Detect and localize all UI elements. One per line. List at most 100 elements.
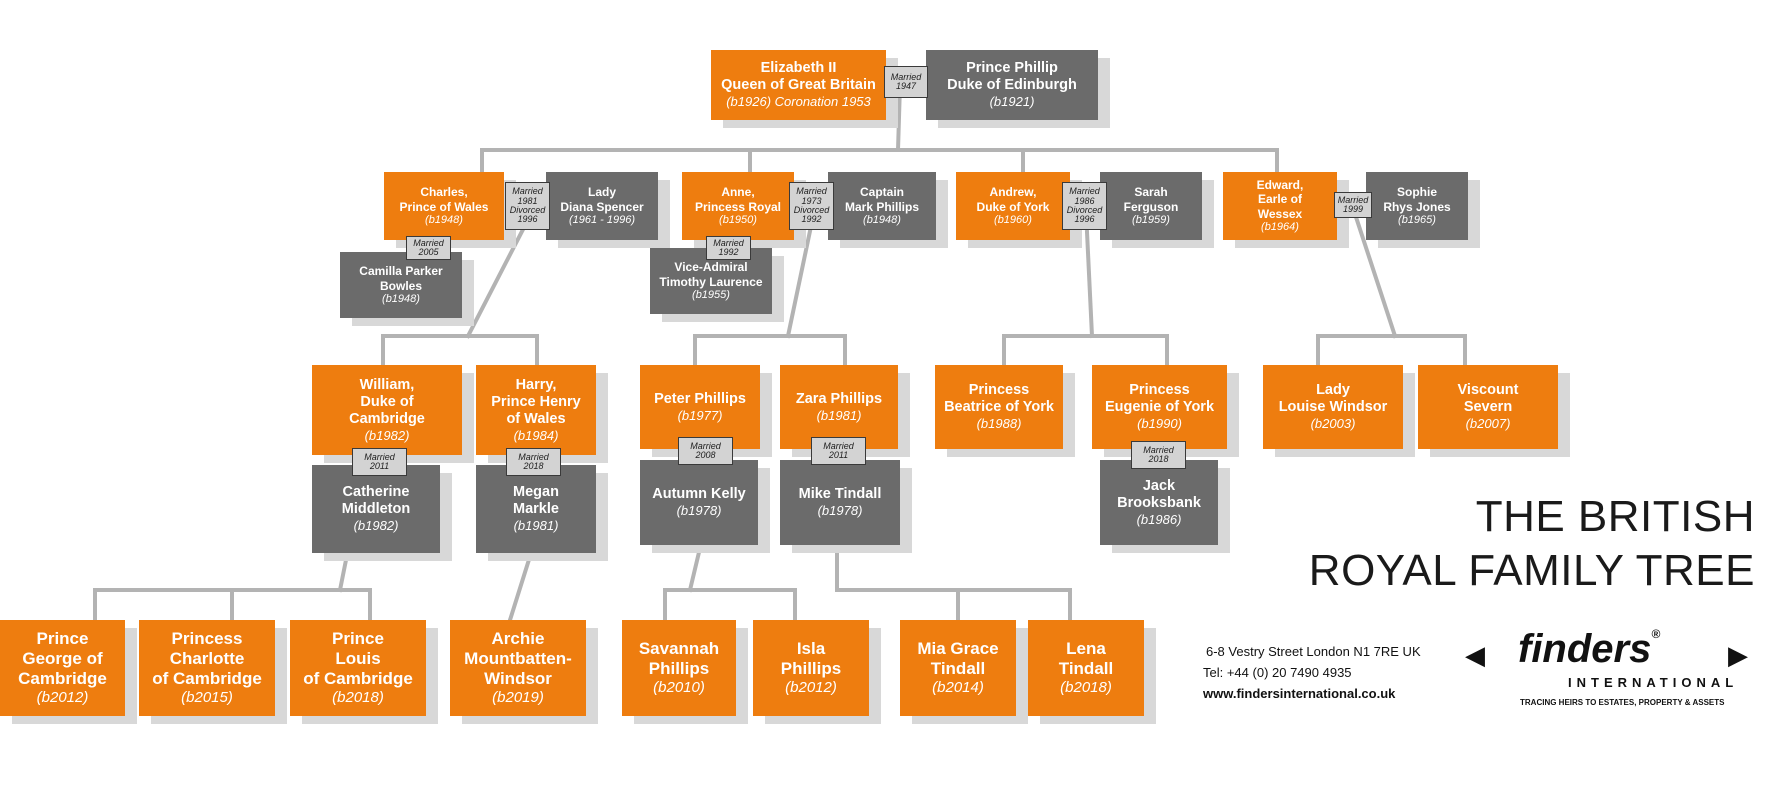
connector: [337, 547, 351, 593]
person-name: Viscount Severn: [1457, 382, 1519, 416]
person-years: (b2018): [1060, 679, 1112, 697]
connector: [687, 545, 703, 593]
marriage-label: Married 2008: [678, 437, 733, 465]
person-years: (b1977): [677, 407, 723, 423]
marriage-label: Married 1999: [1334, 192, 1372, 218]
person-card-savannah: Savannah Phillips (b2010): [622, 620, 736, 716]
person-years: (b1978): [676, 503, 722, 519]
person-card-louis: Prince Louis of Cambridge (b2018): [290, 620, 426, 716]
person-years: (b1948): [382, 292, 420, 305]
person-years: (b2010): [653, 679, 705, 697]
person-card-jack: Jack Brooksbank (b1986): [1100, 460, 1218, 545]
person-card-phillip: Prince Phillip Duke of Edinburgh (b1921): [926, 50, 1098, 120]
person-name: Sarah Ferguson: [1123, 185, 1179, 214]
person-card-severn: Viscount Severn (b2007): [1418, 365, 1558, 449]
person-years: (b2012): [36, 689, 89, 707]
person-card-mia: Mia Grace Tindall (b2014): [900, 620, 1016, 716]
person-card-peter: Peter Phillips (b1977): [640, 365, 760, 449]
person-years: (b1950): [719, 213, 757, 226]
person-years: (b1960): [994, 213, 1032, 226]
person-years: (b1981): [816, 407, 862, 423]
person-name: Captain Mark Phillips: [844, 185, 920, 214]
person-years: (b1982): [353, 518, 399, 534]
person-name: Camilla Parker Bowles: [359, 264, 443, 293]
person-years: (b1926) Coronation 1953: [726, 94, 871, 110]
person-card-autumn: Autumn Kelly (b1978): [640, 460, 758, 545]
person-name: Lena Tindall: [1058, 639, 1114, 679]
person-card-archie: Archie Mountbatten- Windsor (b2019): [450, 620, 586, 716]
person-card-lena: Lena Tindall (b2018): [1028, 620, 1144, 716]
person-years: (b1982): [364, 428, 410, 443]
person-card-isla: Isla Phillips (b2012): [753, 620, 869, 716]
person-years: (b1948): [425, 213, 463, 226]
person-card-anne: Anne, Princess Royal (b1950): [682, 172, 794, 240]
person-card-mike: Mike Tindall (b1978): [780, 460, 900, 545]
person-name: Catherine Middleton: [341, 484, 411, 518]
contact-phone: Tel: +44 (0) 20 7490 4935: [1203, 665, 1352, 680]
person-name: Archie Mountbatten- Windsor: [464, 629, 572, 689]
person-card-charles: Charles, Prince of Wales (b1948): [384, 172, 504, 240]
person-name: Edward, Earle of Wessex: [1256, 178, 1304, 221]
person-years: (b1990): [1137, 416, 1182, 432]
person-card-zara: Zara Phillips (b1981): [780, 365, 898, 449]
person-card-mark: Captain Mark Phillips (b1948): [828, 172, 936, 240]
person-card-edward: Edward, Earle of Wessex (b1964): [1223, 172, 1337, 240]
person-years: (b1964): [1261, 220, 1299, 233]
person-name: Mike Tindall: [798, 486, 882, 503]
page-title-line1: THE BRITISH: [1475, 492, 1755, 541]
contact-address: 6-8 Vestry Street London N1 7RE UK: [1206, 644, 1421, 659]
marriage-label: Married 2011: [811, 437, 866, 465]
person-name: Isla Phillips: [780, 639, 842, 679]
person-name: Vice-Admiral Timothy Laurence: [659, 260, 763, 289]
person-years: (b1981): [513, 518, 559, 534]
person-name: Prince Phillip Duke of Edinburgh: [947, 60, 1077, 94]
person-name: Princess Eugenie of York: [1104, 382, 1215, 416]
person-card-william: William, Duke of Cambridge (b1982): [312, 365, 462, 455]
person-name: Lady Louise Windsor: [1278, 382, 1388, 416]
connector: [507, 547, 535, 623]
connector: [1352, 211, 1398, 339]
logo-tagline: TRACING HEIRS TO ESTATES, PROPERTY & ASS…: [1520, 698, 1725, 707]
person-name: Prince George of Cambridge: [18, 629, 107, 689]
marriage-label: Married 1973 Divorced 1992: [789, 182, 834, 230]
person-name: Andrew, Duke of York: [976, 185, 1050, 214]
person-name: Mia Grace Tindall: [917, 639, 999, 679]
logo-left-arrow-icon: ◀: [1465, 640, 1485, 670]
marriage-label: Married 2018: [506, 448, 561, 476]
logo-wordmark: finders®: [1518, 627, 1660, 672]
person-name: Peter Phillips: [654, 390, 746, 407]
logo-subtitle: INTERNATIONAL: [1568, 675, 1739, 690]
person-years: (b1959): [1132, 213, 1170, 226]
person-card-sarah: Sarah Ferguson (b1959): [1100, 172, 1202, 240]
contact-website[interactable]: www.findersinternational.co.uk: [1203, 686, 1396, 701]
person-name: Prince Louis of Cambridge: [303, 629, 413, 689]
person-name: Charles, Prince of Wales: [399, 185, 489, 214]
person-card-beatrice: Princess Beatrice of York (b1988): [935, 365, 1063, 449]
person-name: Savannah Phillips: [638, 639, 720, 679]
person-card-diana: Lady Diana Spencer (1961 - 1996): [546, 172, 658, 240]
person-name: Harry, Prince Henry of Wales: [491, 376, 581, 427]
person-card-louise: Lady Louise Windsor (b2003): [1263, 365, 1403, 449]
person-years: (1961 - 1996): [568, 213, 636, 226]
person-card-harry: Harry, Prince Henry of Wales (b1984): [476, 365, 596, 455]
person-years: (b1984): [513, 428, 559, 443]
person-name: Megan Markle: [513, 484, 559, 518]
person-years: (b1921): [989, 94, 1035, 110]
person-years: (b2007): [1465, 416, 1511, 432]
person-name: Jack Brooksbank: [1117, 477, 1201, 511]
person-years: (b2018): [332, 689, 384, 707]
person-name: Lady Diana Spencer: [560, 185, 644, 214]
logo-registered-mark: ®: [1651, 627, 1661, 641]
marriage-label: Married 2018: [1131, 441, 1186, 469]
person-card-george: Prince George of Cambridge (b2012): [0, 620, 125, 716]
marriage-label: Married 2011: [352, 448, 407, 476]
page-title-line2: ROYAL FAMILY TREE: [1308, 546, 1755, 595]
person-card-elizabeth: Elizabeth II Queen of Great Britain (b19…: [711, 50, 886, 120]
person-name: Sophie Rhys Jones: [1383, 185, 1451, 214]
person-years: (b1965): [1398, 213, 1436, 226]
logo-right-arrow-icon: ▶: [1728, 640, 1748, 670]
person-card-camilla: Camilla Parker Bowles (b1948): [340, 252, 462, 318]
person-years: (b2012): [785, 679, 837, 697]
person-years: (b2003): [1310, 416, 1356, 432]
person-years: (b2015): [181, 689, 233, 707]
